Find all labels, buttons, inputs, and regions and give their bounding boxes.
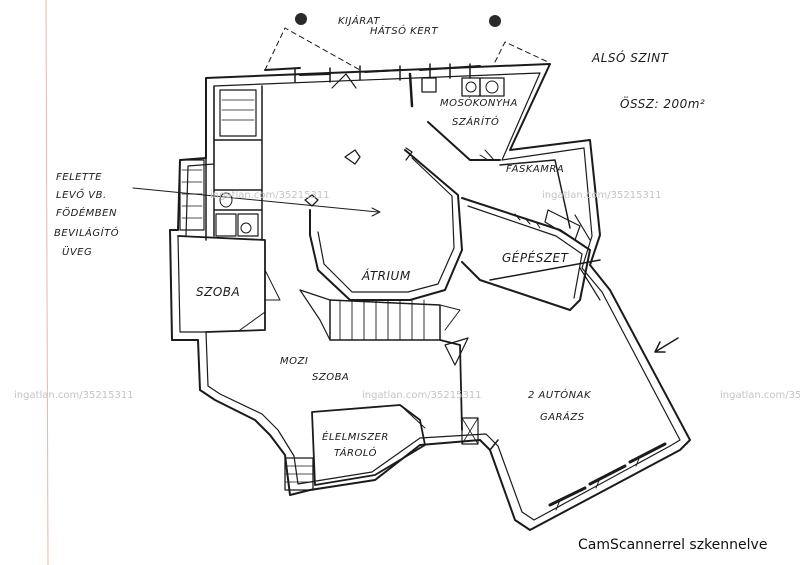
punch-hole-right [489,15,501,27]
level-label: ALSÓ SZINT [591,50,670,65]
note-line-2: LEVŐ VB. [56,187,107,201]
watermark-right: ingatlan.com/35215311 [720,390,800,401]
scanner-caption: CamScannerrel szkennelve [578,537,768,553]
note-line-4: BEVILÁGÍTÓ [54,226,119,239]
note-line-5: ÜVEG [62,245,92,258]
punch-hole-left [295,13,307,25]
mechanical-room-label: GÉPÉSZET [502,250,570,265]
note-line-3: FÖDÉMBEN [56,206,117,219]
garage-label-2: GARÁZS [540,410,585,423]
note-line-1: FELETTE [56,172,102,183]
watermark-upper-left: ingatlan.com/35215311 [210,190,330,201]
walls [132,27,691,531]
cinema-room-label-2: SZOBA [312,372,349,383]
food-storage-label-1: ÉLELMISZER [322,430,389,443]
cinema-room-label-1: MOZI [280,356,308,367]
atrium-label: ÁTRIUM [361,268,411,283]
room-label: SZOBA [196,285,240,299]
exit-label: KIJÁRAT [338,14,380,27]
laundry-label: MOSÓKONYHA [440,96,518,109]
watermark-left: ingatlan.com/35215311 [14,390,134,401]
area-label: ÖSSZ: 200m² [620,95,705,111]
food-storage-label-2: TÁROLÓ [334,446,377,459]
watermark-upper-right: ingatlan.com/35215311 [542,190,662,201]
watermark-center: ingatlan.com/35215311 [362,390,482,401]
back-garden-label: HÁTSÓ KERT [370,24,438,37]
paper-edge [45,0,49,565]
wood-store-label: FÁSKAMRA [506,162,564,175]
garage-label-1: 2 AUTÓNAK [528,388,592,401]
drying-room-label: SZÁRÍTÓ [452,115,499,128]
